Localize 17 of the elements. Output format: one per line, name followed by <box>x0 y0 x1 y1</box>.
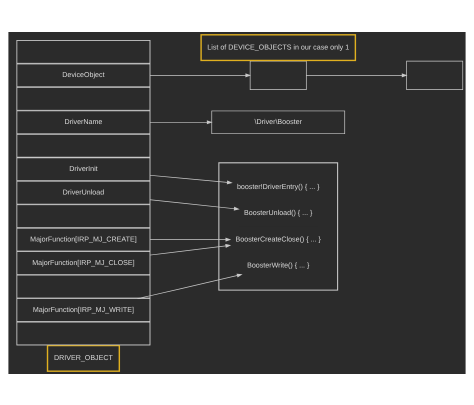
node-box <box>250 60 307 90</box>
node-box <box>16 40 150 64</box>
node-box <box>16 134 150 157</box>
node-box <box>16 204 150 228</box>
arrow <box>150 198 240 210</box>
arrow <box>306 72 408 77</box>
node-box <box>16 86 150 110</box>
node-box <box>406 60 464 90</box>
arrow <box>150 174 233 184</box>
arrow <box>150 72 252 77</box>
cluster <box>218 162 338 290</box>
arrow <box>150 237 232 242</box>
arrow <box>150 120 213 124</box>
arrow <box>150 243 232 255</box>
node-box <box>16 321 150 345</box>
arrow <box>136 273 243 298</box>
node-box <box>16 274 150 298</box>
